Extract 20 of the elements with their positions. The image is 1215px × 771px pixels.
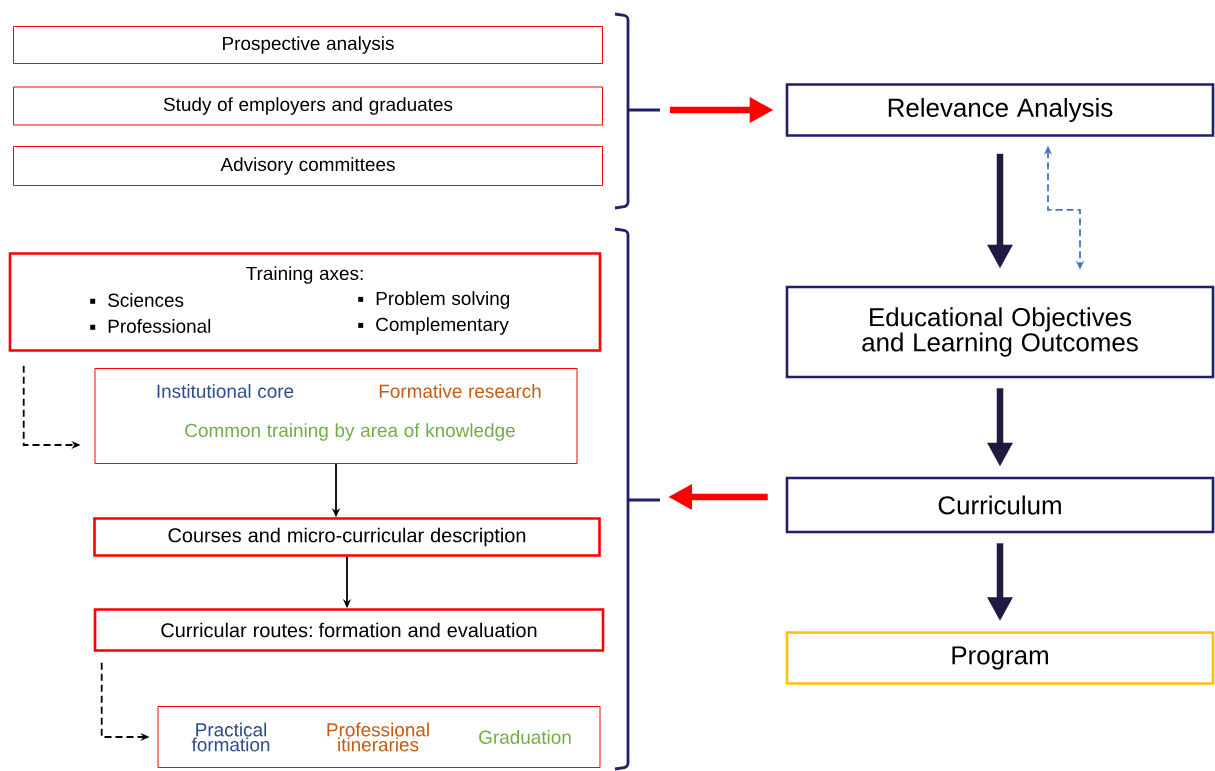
bullet-item: Professional xyxy=(90,319,211,333)
bullet-item: Problem solving xyxy=(358,291,510,309)
process-box: Curriculum xyxy=(785,476,1215,534)
process-box: Program xyxy=(785,631,1215,685)
category-label: Common training by area of knowledge xyxy=(185,423,515,441)
process-box: Courses and micro-curricular description xyxy=(93,517,601,557)
process-box: Advisory committees xyxy=(13,146,603,186)
category-label: Graduation xyxy=(479,730,571,744)
box-heading: Training axes: xyxy=(246,266,363,284)
category-label: Practical formation xyxy=(191,722,270,752)
process-box: Educational Objectives and Learning Outcomes xyxy=(785,285,1215,379)
process-box: Prospective analysis xyxy=(13,26,603,64)
category-label: Institutional core xyxy=(157,384,294,398)
process-box: Relevance Analysis xyxy=(785,83,1215,137)
process-box: Study of employers and graduates xyxy=(13,86,603,126)
category-label: Professional itineraries xyxy=(327,722,429,752)
category-label: Formative research xyxy=(379,384,541,398)
bullet-item: Complementary xyxy=(358,317,509,335)
bullet-item: Sciences xyxy=(90,293,184,307)
process-box: Curricular routes: formation and evaluation xyxy=(93,608,605,652)
